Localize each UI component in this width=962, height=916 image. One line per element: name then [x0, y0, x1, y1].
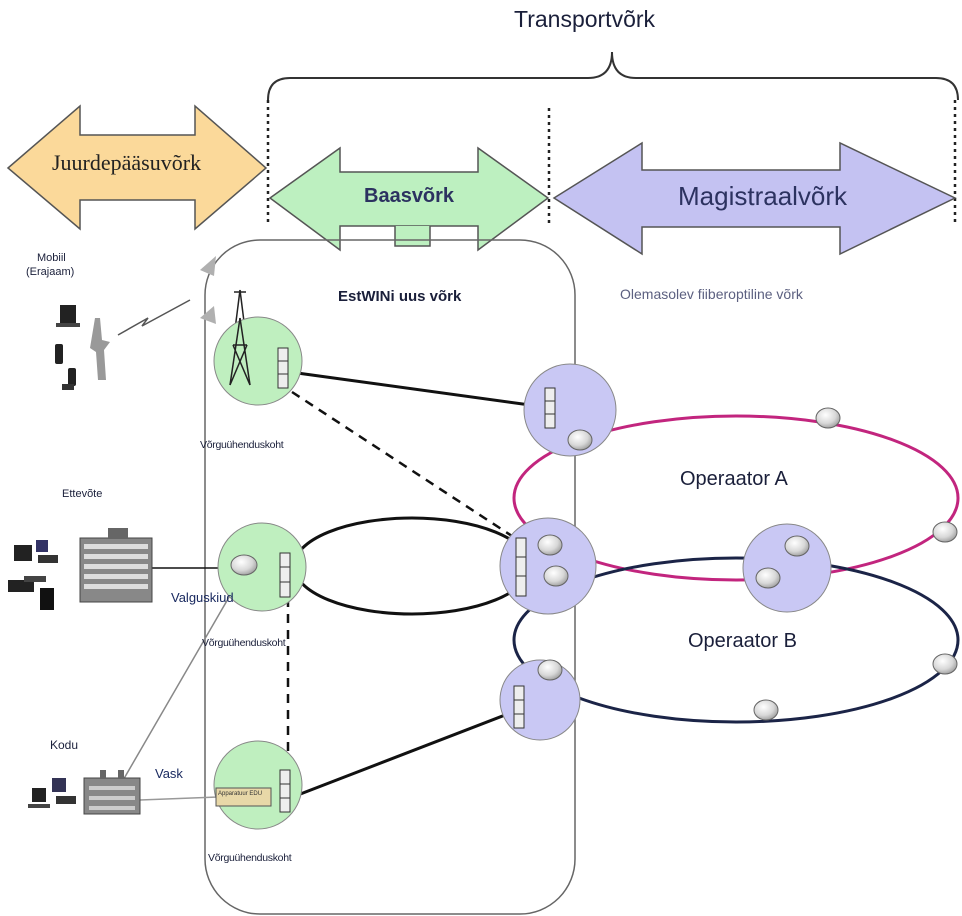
odf-block-5	[515, 537, 527, 597]
fiber-link-bottom	[289, 710, 514, 800]
mobile-devices-icon	[55, 305, 110, 390]
operator-a-ring	[512, 414, 960, 582]
operator-b-ring	[512, 556, 960, 724]
odf-block-2	[279, 552, 291, 598]
aggregation-node-center	[742, 523, 832, 613]
home-label: Kodu	[50, 738, 79, 752]
access-network-arrow	[6, 104, 268, 231]
odf-block-4	[544, 387, 556, 429]
enterprise-devices-icon	[8, 540, 58, 610]
copper-link-label: Vask	[155, 766, 183, 781]
existing-network-label: Olemasolev fiiberoptiline võrk	[620, 286, 803, 302]
edu-device-label: Apparatuur EDU	[218, 791, 263, 797]
fiber-ring-middle	[292, 516, 532, 616]
radio-mast-front-icon	[229, 317, 251, 386]
mobile-label: Mobiil	[37, 252, 66, 264]
transport-brace	[267, 51, 959, 101]
access-network-label: Juurdepääsuvõrk	[52, 150, 202, 175]
operator-a-label: Operaator A	[680, 468, 788, 490]
router-icons	[230, 407, 958, 721]
transport-network-title: Transportvõrk	[514, 6, 656, 32]
fiber-link-label: Valguskiud	[171, 590, 234, 605]
home-modem-icon	[83, 770, 141, 815]
connection-point-label-1: Võrguühenduskoht	[200, 439, 284, 451]
new-network-label: EstWINi uus võrk	[338, 288, 462, 305]
odf-block-3	[279, 769, 291, 813]
signal-arrow-up-icon	[200, 256, 216, 276]
base-network-label: Baasvõrk	[364, 185, 455, 207]
mobile-sublabel: (Erajaam)	[26, 266, 75, 278]
base-network-arrow	[268, 146, 550, 252]
home-fiber-link	[121, 572, 244, 783]
base-connector-stub	[394, 226, 431, 247]
aggregation-node-top	[523, 363, 617, 457]
enterprise-building-icon	[79, 528, 153, 603]
connection-point-node-1	[213, 316, 303, 406]
edu-device-box	[215, 787, 272, 807]
wireless-signal-icon	[117, 299, 191, 336]
backbone-network-arrow	[552, 141, 957, 256]
aggregation-node-middle	[499, 517, 597, 615]
backbone-network-label: Magistraalvõrk	[678, 181, 848, 211]
dashed-link-diagonal	[291, 390, 516, 540]
signal-arrow-down-icon	[200, 306, 216, 324]
fiber-link-top	[289, 370, 531, 407]
odf-block-1	[277, 347, 289, 389]
home-devices-icon	[28, 778, 76, 808]
odf-block-6	[513, 685, 525, 729]
operator-b-label: Operaator B	[688, 630, 797, 652]
connection-point-label-3: Võrguühenduskoht	[208, 852, 292, 864]
enterprise-label: Ettevõte	[62, 488, 103, 500]
connection-point-label-2: Võrguühenduskoht	[202, 637, 286, 649]
home-copper-link	[139, 796, 219, 801]
